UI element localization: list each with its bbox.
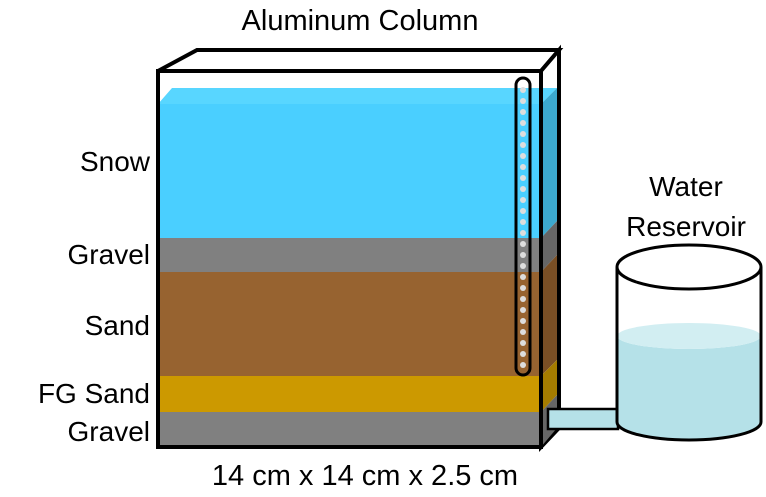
layer-label-gravel-lower: Gravel [68, 416, 150, 447]
sensor-bead [520, 274, 526, 280]
sensor-bead [520, 186, 526, 192]
layer-sand [158, 272, 541, 376]
side-snow [541, 88, 557, 238]
sensor-bead [520, 307, 526, 313]
sensor-bead [520, 285, 526, 291]
layer-label-gravel-upper: Gravel [68, 239, 150, 270]
layer-gravel-lower [158, 412, 541, 447]
layer-fg-sand [158, 376, 541, 412]
sensor-bead [520, 120, 526, 126]
sensor-tube [514, 76, 532, 377]
sensor-bead [520, 131, 526, 137]
sensor-bead [520, 153, 526, 159]
side-fg-sand [541, 360, 557, 412]
sensor-bead [520, 263, 526, 269]
sensor-bead [520, 230, 526, 236]
sensor-bead [520, 329, 526, 335]
sensor-bead [520, 296, 526, 302]
sensor-bead [520, 340, 526, 346]
dimensions-label: 14 cm x 14 cm x 2.5 cm [212, 460, 518, 492]
sensor-bead [520, 219, 526, 225]
sensor-bead [520, 208, 526, 214]
layer-gravel-upper [158, 238, 541, 272]
sensor-bead [520, 98, 526, 104]
snow-top-surface [158, 88, 557, 104]
connecting-pipe [546, 407, 620, 431]
sensor-bead [520, 164, 526, 170]
reservoir-label-line1: Water [649, 171, 723, 202]
sensor-bead [520, 109, 526, 115]
layer-label-fg-sand: FG Sand [38, 378, 150, 409]
water-reservoir [615, 243, 763, 442]
side-sand [541, 255, 557, 376]
reservoir-label-line2: Reservoir [626, 211, 746, 242]
layer-label-sand: Sand [85, 310, 150, 341]
sensor-bead [520, 351, 526, 357]
sensor-bead [520, 318, 526, 324]
layer-label-snow: Snow [80, 146, 151, 177]
sensor-bead [520, 175, 526, 181]
sensor-bead [520, 241, 526, 247]
sensor-bead [520, 252, 526, 258]
column-top-face [157, 48, 564, 73]
sensor-bead [520, 142, 526, 148]
sensor-bead [520, 87, 526, 93]
diagram-title: Aluminum Column [242, 5, 479, 37]
layer-snow [158, 104, 541, 238]
sensor-bead [520, 362, 526, 368]
sensor-bead [520, 197, 526, 203]
